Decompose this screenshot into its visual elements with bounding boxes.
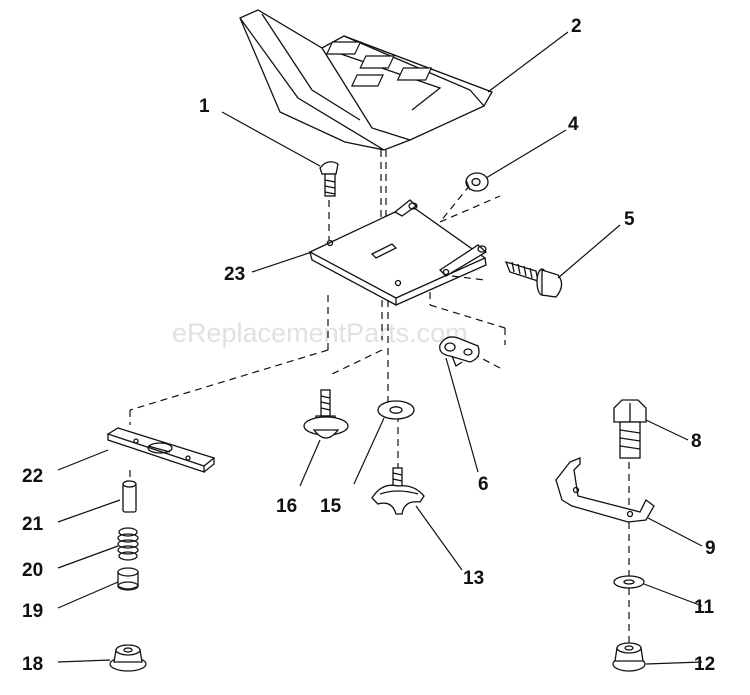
pin [122, 480, 137, 513]
callout-18: 18 [22, 654, 43, 675]
callout-21: 21 [22, 514, 44, 535]
callout-23: 23 [224, 264, 245, 285]
callout-12: 12 [694, 654, 715, 675]
callout-4: 4 [568, 114, 579, 135]
lock-nut-left [109, 644, 147, 672]
leader-lines [57, 31, 703, 665]
latch-plate [106, 427, 216, 473]
callout-20: 20 [22, 560, 43, 581]
spacer-nut [465, 172, 489, 192]
mounting-bracket [555, 457, 655, 523]
flat-washer [377, 400, 415, 420]
callout-1: 1 [199, 96, 210, 117]
callout-19: 19 [22, 601, 43, 622]
flange-bolt [303, 389, 349, 439]
callout-labels: 1 2 4 5 6 8 9 11 12 13 15 16 18 19 20 21… [22, 16, 716, 675]
knob [371, 467, 425, 515]
spring [117, 527, 139, 561]
callout-13: 13 [463, 568, 484, 589]
callout-6: 6 [478, 474, 489, 495]
callout-16: 16 [276, 496, 297, 517]
carriage-bolt [319, 161, 339, 197]
seat [239, 9, 493, 151]
seat-plate [308, 199, 488, 307]
callout-8: 8 [691, 431, 702, 452]
callout-2: 2 [571, 16, 582, 37]
bushing [117, 567, 139, 591]
clamp [439, 336, 480, 367]
lock-washer [613, 575, 645, 589]
callout-9: 9 [705, 538, 716, 559]
callout-11: 11 [694, 597, 715, 618]
watermark: eReplacementParts.com [172, 318, 468, 348]
hex-bolt [613, 399, 647, 459]
shoulder-bolt [504, 260, 563, 298]
callout-22: 22 [22, 466, 43, 487]
callout-15: 15 [320, 496, 342, 517]
callout-5: 5 [624, 209, 635, 230]
lock-nut-right [612, 642, 646, 672]
